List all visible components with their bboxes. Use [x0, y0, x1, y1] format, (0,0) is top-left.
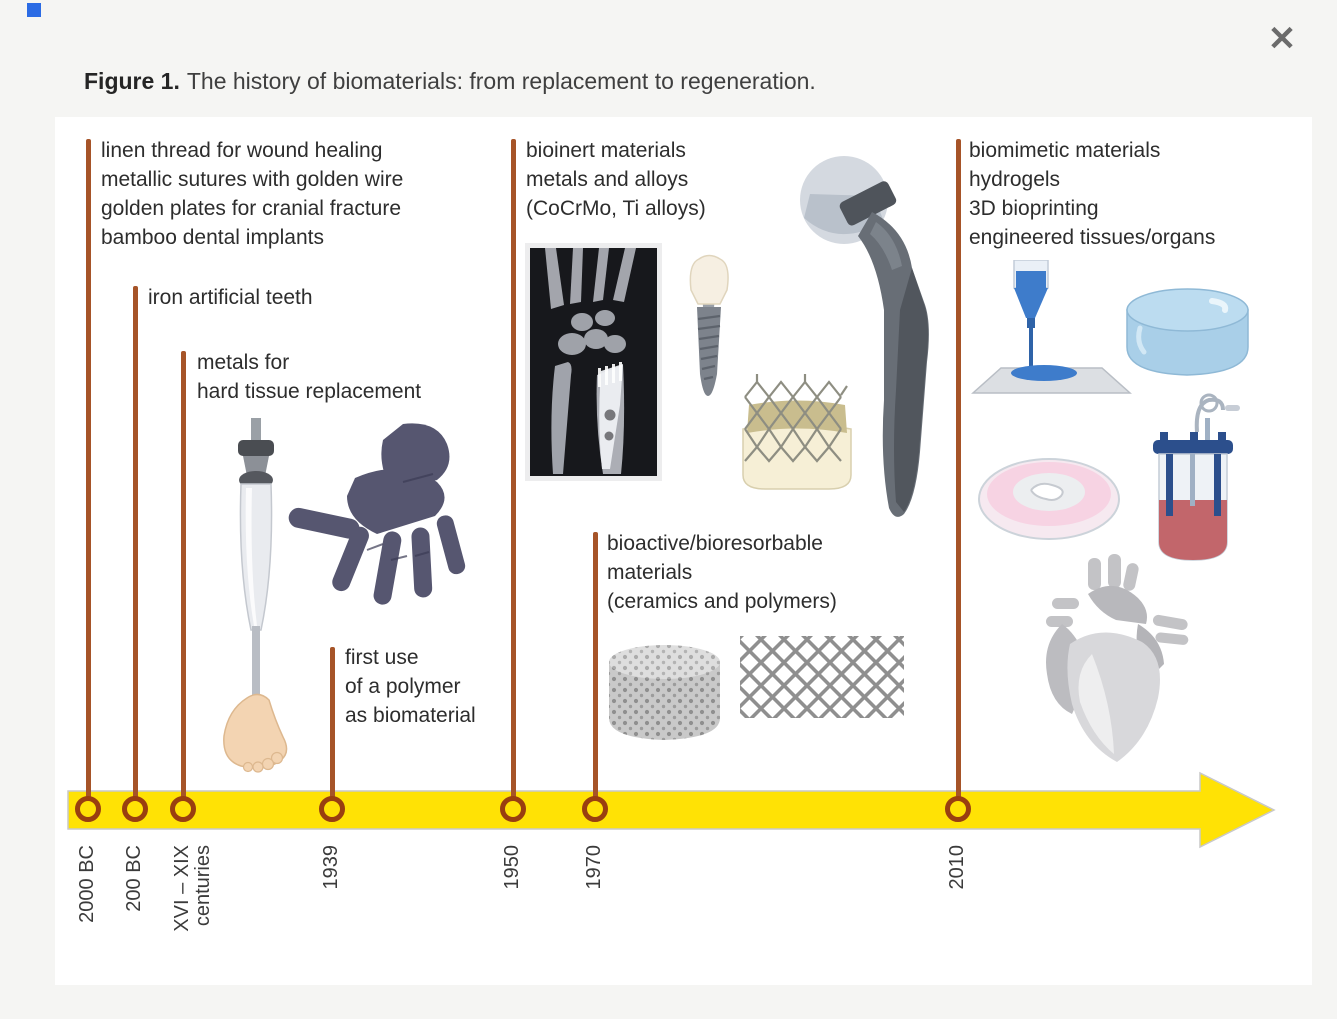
- timeline-marker-1970: [582, 796, 608, 822]
- event-line-1970: [593, 532, 598, 798]
- heart-valve-image: [742, 374, 852, 490]
- date-label-200bc: 200 BC: [123, 845, 145, 912]
- event-line-200bc: [133, 286, 138, 798]
- timeline-marker-xvi-xix: [170, 796, 196, 822]
- event-line-2010: [956, 139, 961, 798]
- heart-image: [1046, 554, 1189, 762]
- event-line-xvi-xix: [181, 351, 186, 798]
- bioprinter-image: [971, 260, 1132, 394]
- figure-number: Figure 1.: [84, 68, 180, 94]
- event-label-1939: first use of a polymer as biomaterial: [345, 646, 476, 727]
- event-label-xvi-xix: metals for hard tissue replacement: [197, 351, 422, 403]
- timeline-marker-1939: [319, 796, 345, 822]
- hydrogel-disc-image: [1126, 288, 1249, 376]
- date-label-1950: 1950: [501, 845, 523, 890]
- date-label-1970: 1970: [583, 845, 605, 890]
- petri-dish-image: [978, 458, 1120, 540]
- bioreactor-image: [1153, 393, 1240, 561]
- event-label-200bc: iron artificial teeth: [148, 286, 313, 309]
- timeline-marker-200bc: [122, 796, 148, 822]
- prosthetic-leg-image: [223, 418, 288, 773]
- event-line-1939: [330, 647, 335, 798]
- close-icon[interactable]: ✕: [1256, 12, 1308, 64]
- event-label-2000bc: linen thread for wound healing metallic …: [101, 139, 404, 249]
- timeline-marker-2010: [945, 796, 971, 822]
- hip-implant-image: [800, 156, 929, 517]
- scaffold-image: [609, 645, 720, 740]
- timeline-marker-2000bc: [75, 796, 101, 822]
- event-label-1950: bioinert materials metals and alloys (Co…: [526, 139, 706, 220]
- event-label-2010: biomimetic materials hydrogels 3D biopri…: [969, 139, 1216, 249]
- date-label-2000bc: 2000 BC: [76, 845, 98, 923]
- dental-implant-image: [689, 254, 729, 396]
- partial-ui-fragment: [27, 3, 41, 17]
- date-label-xvi-xix: XVI – XIX centuries: [171, 845, 214, 932]
- timeline-arrow: [67, 771, 1276, 849]
- stent-image: [740, 636, 904, 718]
- event-label-1970: bioactive/bioresorbable materials (ceram…: [607, 532, 837, 613]
- xray-image: [525, 243, 662, 481]
- event-line-2000bc: [86, 139, 91, 798]
- timeline-marker-1950: [500, 796, 526, 822]
- date-label-1939: 1939: [320, 845, 342, 890]
- event-line-1950: [511, 139, 516, 798]
- prosthetic-hand-image: [288, 423, 466, 605]
- date-label-2010: 2010: [946, 845, 968, 890]
- figure-caption: Figure 1.The history of biomaterials: fr…: [84, 68, 816, 95]
- figure-title: The history of biomaterials: from replac…: [186, 68, 816, 94]
